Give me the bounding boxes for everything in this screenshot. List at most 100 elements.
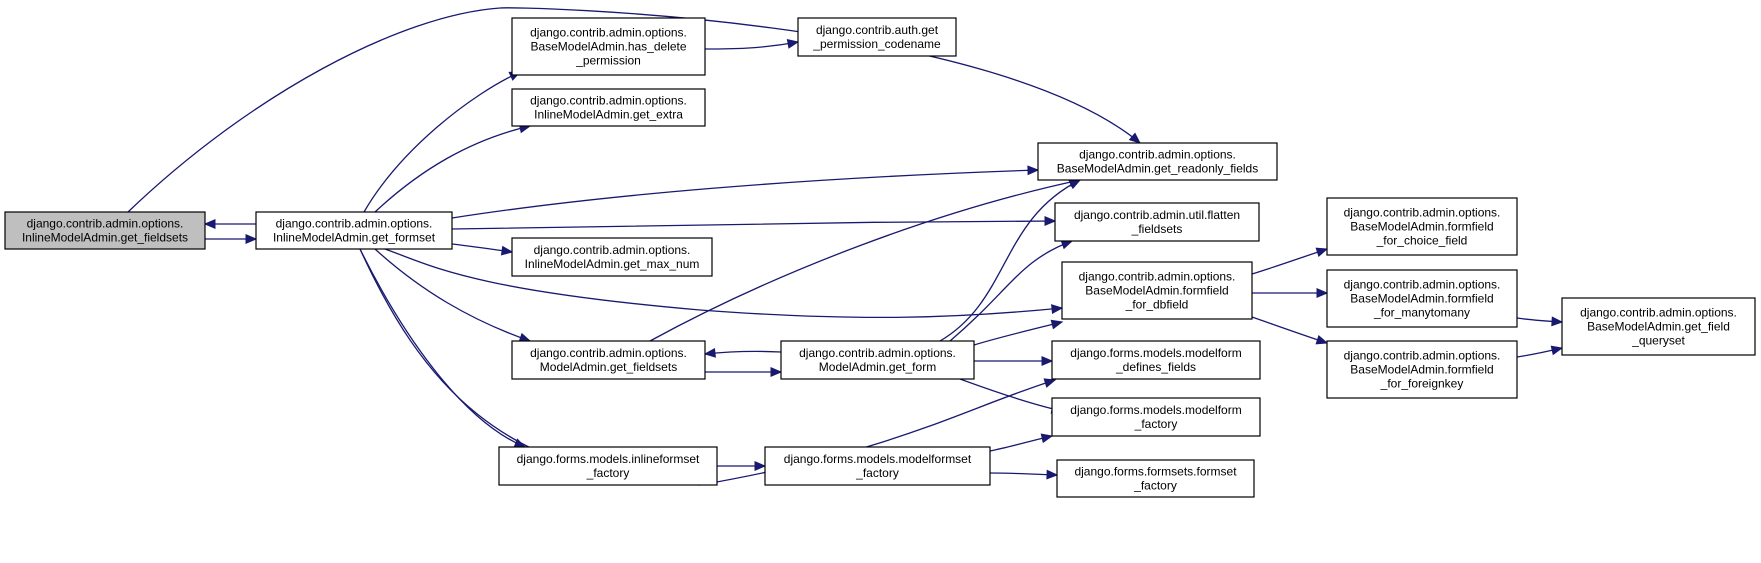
edge-ma_get_form-to-get_readonly (939, 179, 1082, 342)
call-graph-edges (127, 7, 1564, 486)
node-get-perm-codename[interactable]: django.contrib.auth.get_permission_coden… (797, 17, 957, 57)
node-get-max-num[interactable]: django.contrib.admin.options.InlineModel… (511, 237, 713, 277)
node-get-field-qs[interactable]: django.contrib.admin.options.BaseModelAd… (1561, 297, 1756, 356)
edge-has_delete-to-get_perm_codename (704, 39, 800, 50)
node-label-line: BaseModelAdmin.formfield (1350, 363, 1493, 377)
node-ff-choice[interactable]: django.contrib.admin.options.BaseModelAd… (1326, 197, 1518, 256)
edge-inlineformset-to-modelformset (717, 461, 767, 471)
node-label-line: django.contrib.admin.options. (1580, 306, 1737, 320)
arrowhead-icon (786, 39, 800, 49)
node-label-line: django.contrib.admin.options. (1344, 206, 1501, 220)
arrowhead-icon (770, 367, 783, 377)
edge-ma_get_fieldsets-to-ma_get_form (705, 367, 783, 377)
node-label-line: django.contrib.auth.get (816, 23, 939, 37)
edge-line (359, 248, 526, 448)
edge-line (451, 169, 1039, 219)
arrowhead-icon (1551, 316, 1564, 327)
arrowhead-icon (1044, 216, 1057, 226)
edge-modelformset-to-formset_factory (989, 469, 1059, 480)
node-label-line: django.contrib.admin.options. (27, 217, 184, 231)
node-box (511, 237, 713, 277)
edge-line (374, 248, 531, 342)
node-label-line: ModelAdmin.get_fieldsets (540, 360, 677, 374)
node-box (764, 446, 991, 486)
call-graph-nodes: django.contrib.admin.options. InlineModel… (4, 17, 1756, 498)
node-mf-defines[interactable]: django.forms.models.modelform_defines_fi… (1051, 340, 1261, 380)
node-get-extra[interactable]: django.contrib.admin.options.InlineModel… (511, 88, 706, 127)
node-label-line: _for_dbfield (1125, 298, 1189, 312)
node-ma-get-fieldsets[interactable]: django.contrib.admin.options.ModelAdmin.… (511, 340, 706, 380)
edge-get_formset-to-ff_dbfield (384, 248, 1064, 319)
node-formset-factory[interactable]: django.forms.formsets.formset_factory (1056, 459, 1255, 498)
node-label-line: ModelAdmin.get_form (819, 360, 936, 374)
node-label-line: BaseModelAdmin.has_delete (530, 40, 686, 54)
edge-get_fieldsets-to-get_readonly (127, 7, 1141, 213)
arrowhead-icon (1550, 345, 1564, 356)
edge-line (939, 179, 1081, 342)
node-modelformset[interactable]: django.forms.models.modelformset_factory (764, 446, 991, 486)
node-mf-factory[interactable]: django.forms.models.modelform_factory (1051, 397, 1261, 437)
node-box (511, 17, 706, 76)
arrowhead-icon (754, 461, 767, 471)
node-box (1051, 397, 1261, 437)
node-get-fieldsets[interactable]: django.contrib.admin.options.InlineModel… (4, 211, 206, 250)
arrowhead-icon (1040, 433, 1054, 444)
edge-ff_dbfield-to-ff_m2m (1251, 288, 1329, 298)
node-label-line: _factory (586, 466, 630, 480)
node-label-line: django.contrib.admin.options. (530, 26, 687, 40)
node-box (511, 88, 706, 127)
node-ma-get-form[interactable]: django.contrib.admin.options.ModelAdmin.… (780, 340, 975, 380)
node-flatten[interactable]: django.contrib.admin.util.flatten_fields… (1054, 202, 1260, 242)
node-box (1061, 261, 1253, 320)
arrowhead-icon (203, 219, 216, 229)
node-ff-dbfield[interactable]: django.contrib.admin.options.BaseModelAd… (1061, 261, 1253, 320)
node-box (255, 211, 453, 250)
edge-ma_get_form-to-ff_dbfield (973, 319, 1064, 346)
node-label-line: django.contrib.admin.options. (1079, 148, 1236, 162)
node-box (1561, 297, 1756, 356)
node-label-line: django.contrib.admin.util.flatten (1074, 208, 1240, 222)
node-box (511, 340, 706, 380)
edge-ma_get_form-to-ma_get_fieldsets (703, 348, 782, 358)
node-label-line: _permission (575, 54, 641, 68)
edge-line (704, 350, 782, 355)
edge-get_formset-to-inlineformset (359, 248, 527, 448)
edge-ff_m2m-to-get_field_qs (1516, 316, 1564, 327)
node-label-line: _factory (855, 466, 899, 480)
node-label-line: django.forms.models.modelform (1070, 346, 1241, 360)
edge-ff_dbfield-to-ff_choice (1251, 247, 1329, 275)
edge-get_formset-to-has_delete (363, 71, 522, 213)
node-label-line: django.contrib.admin.options. (1344, 278, 1501, 292)
edge-get_formset-to-get_readonly (451, 165, 1040, 219)
edge-get_formset-to-flatten (451, 216, 1057, 230)
node-get-readonly[interactable]: django.contrib.admin.options.BaseModelAd… (1037, 142, 1278, 181)
node-ff-m2m[interactable]: django.contrib.admin.options.BaseModelAd… (1326, 269, 1518, 328)
node-box (1051, 340, 1261, 380)
node-has-delete[interactable]: django.contrib.admin.options.BaseModelAd… (511, 17, 706, 76)
node-label-line: InlineModelAdmin.get_formset (273, 231, 436, 245)
node-inlineformset[interactable]: django.forms.models.inlineformset_factor… (498, 446, 718, 486)
node-ff-fk[interactable]: django.contrib.admin.options.BaseModelAd… (1326, 340, 1518, 399)
edge-line (1251, 316, 1328, 344)
node-label-line: _fieldsets (1131, 222, 1183, 236)
edge-ff_fk-to-get_field_qs (1516, 345, 1564, 358)
arrowhead-icon (1050, 319, 1064, 330)
node-label-line: django.contrib.admin.options. (1079, 270, 1236, 284)
edge-ma_get_fieldsets-to-get_readonly (649, 177, 1082, 342)
node-box (1054, 202, 1260, 242)
edge-line (451, 220, 1056, 230)
arrowhead-icon (1315, 335, 1329, 345)
node-label-line: _for_foreignkey (1380, 377, 1464, 391)
edge-line (949, 240, 1073, 342)
node-box (797, 17, 957, 57)
node-get-formset[interactable]: django.contrib.admin.options.InlineModel… (255, 211, 453, 250)
node-label-line: _defines_fields (1115, 360, 1196, 374)
node-label-line: BaseModelAdmin.formfield (1085, 284, 1228, 298)
node-box (1326, 197, 1518, 256)
node-label-line: BaseModelAdmin.get_readonly_fields (1057, 162, 1258, 176)
arrowhead-icon (1043, 378, 1057, 388)
edge-get_formset-to-get_extra (374, 123, 532, 213)
edge-get_formset-to-ma_get_fieldsets (374, 248, 532, 343)
edge-line (363, 71, 521, 213)
